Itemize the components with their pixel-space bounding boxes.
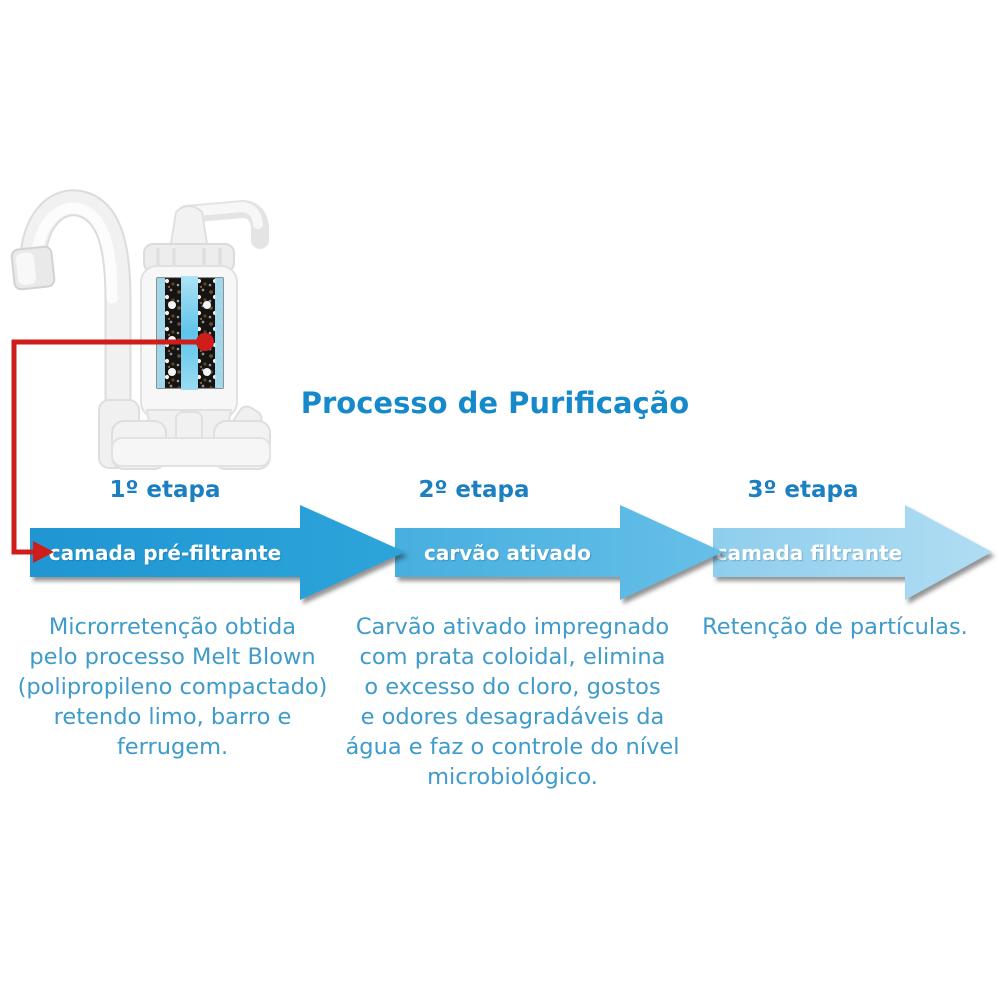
faucet-illustration: [10, 189, 271, 470]
filter-cutaway-window: [156, 276, 224, 390]
stage-3-arrow-label: camada filtrante: [715, 540, 903, 565]
stage-3-arrow: camada filtrante: [713, 505, 992, 600]
stage-1-description: Microrretenção obtida pelo processo Melt…: [17, 614, 328, 760]
stage-2-label: 2º etapa: [418, 477, 530, 503]
stage-3-label: 3º etapa: [747, 477, 859, 503]
stage-3-description: Retenção de partículas.: [702, 614, 968, 640]
stage-1-arrow-label: camada pré-filtrante: [48, 540, 282, 565]
stage-1-arrow: camada pré-filtrante: [30, 505, 405, 600]
stage-2-arrow: carvão ativado: [395, 505, 723, 600]
stage-2-description: Carvão ativado impregnado com prata colo…: [345, 614, 680, 790]
stage-1-label: 1º etapa: [109, 477, 221, 503]
stage-2-arrow-label: carvão ativado: [424, 540, 591, 565]
page-title: Processo de Purificação: [300, 386, 690, 420]
